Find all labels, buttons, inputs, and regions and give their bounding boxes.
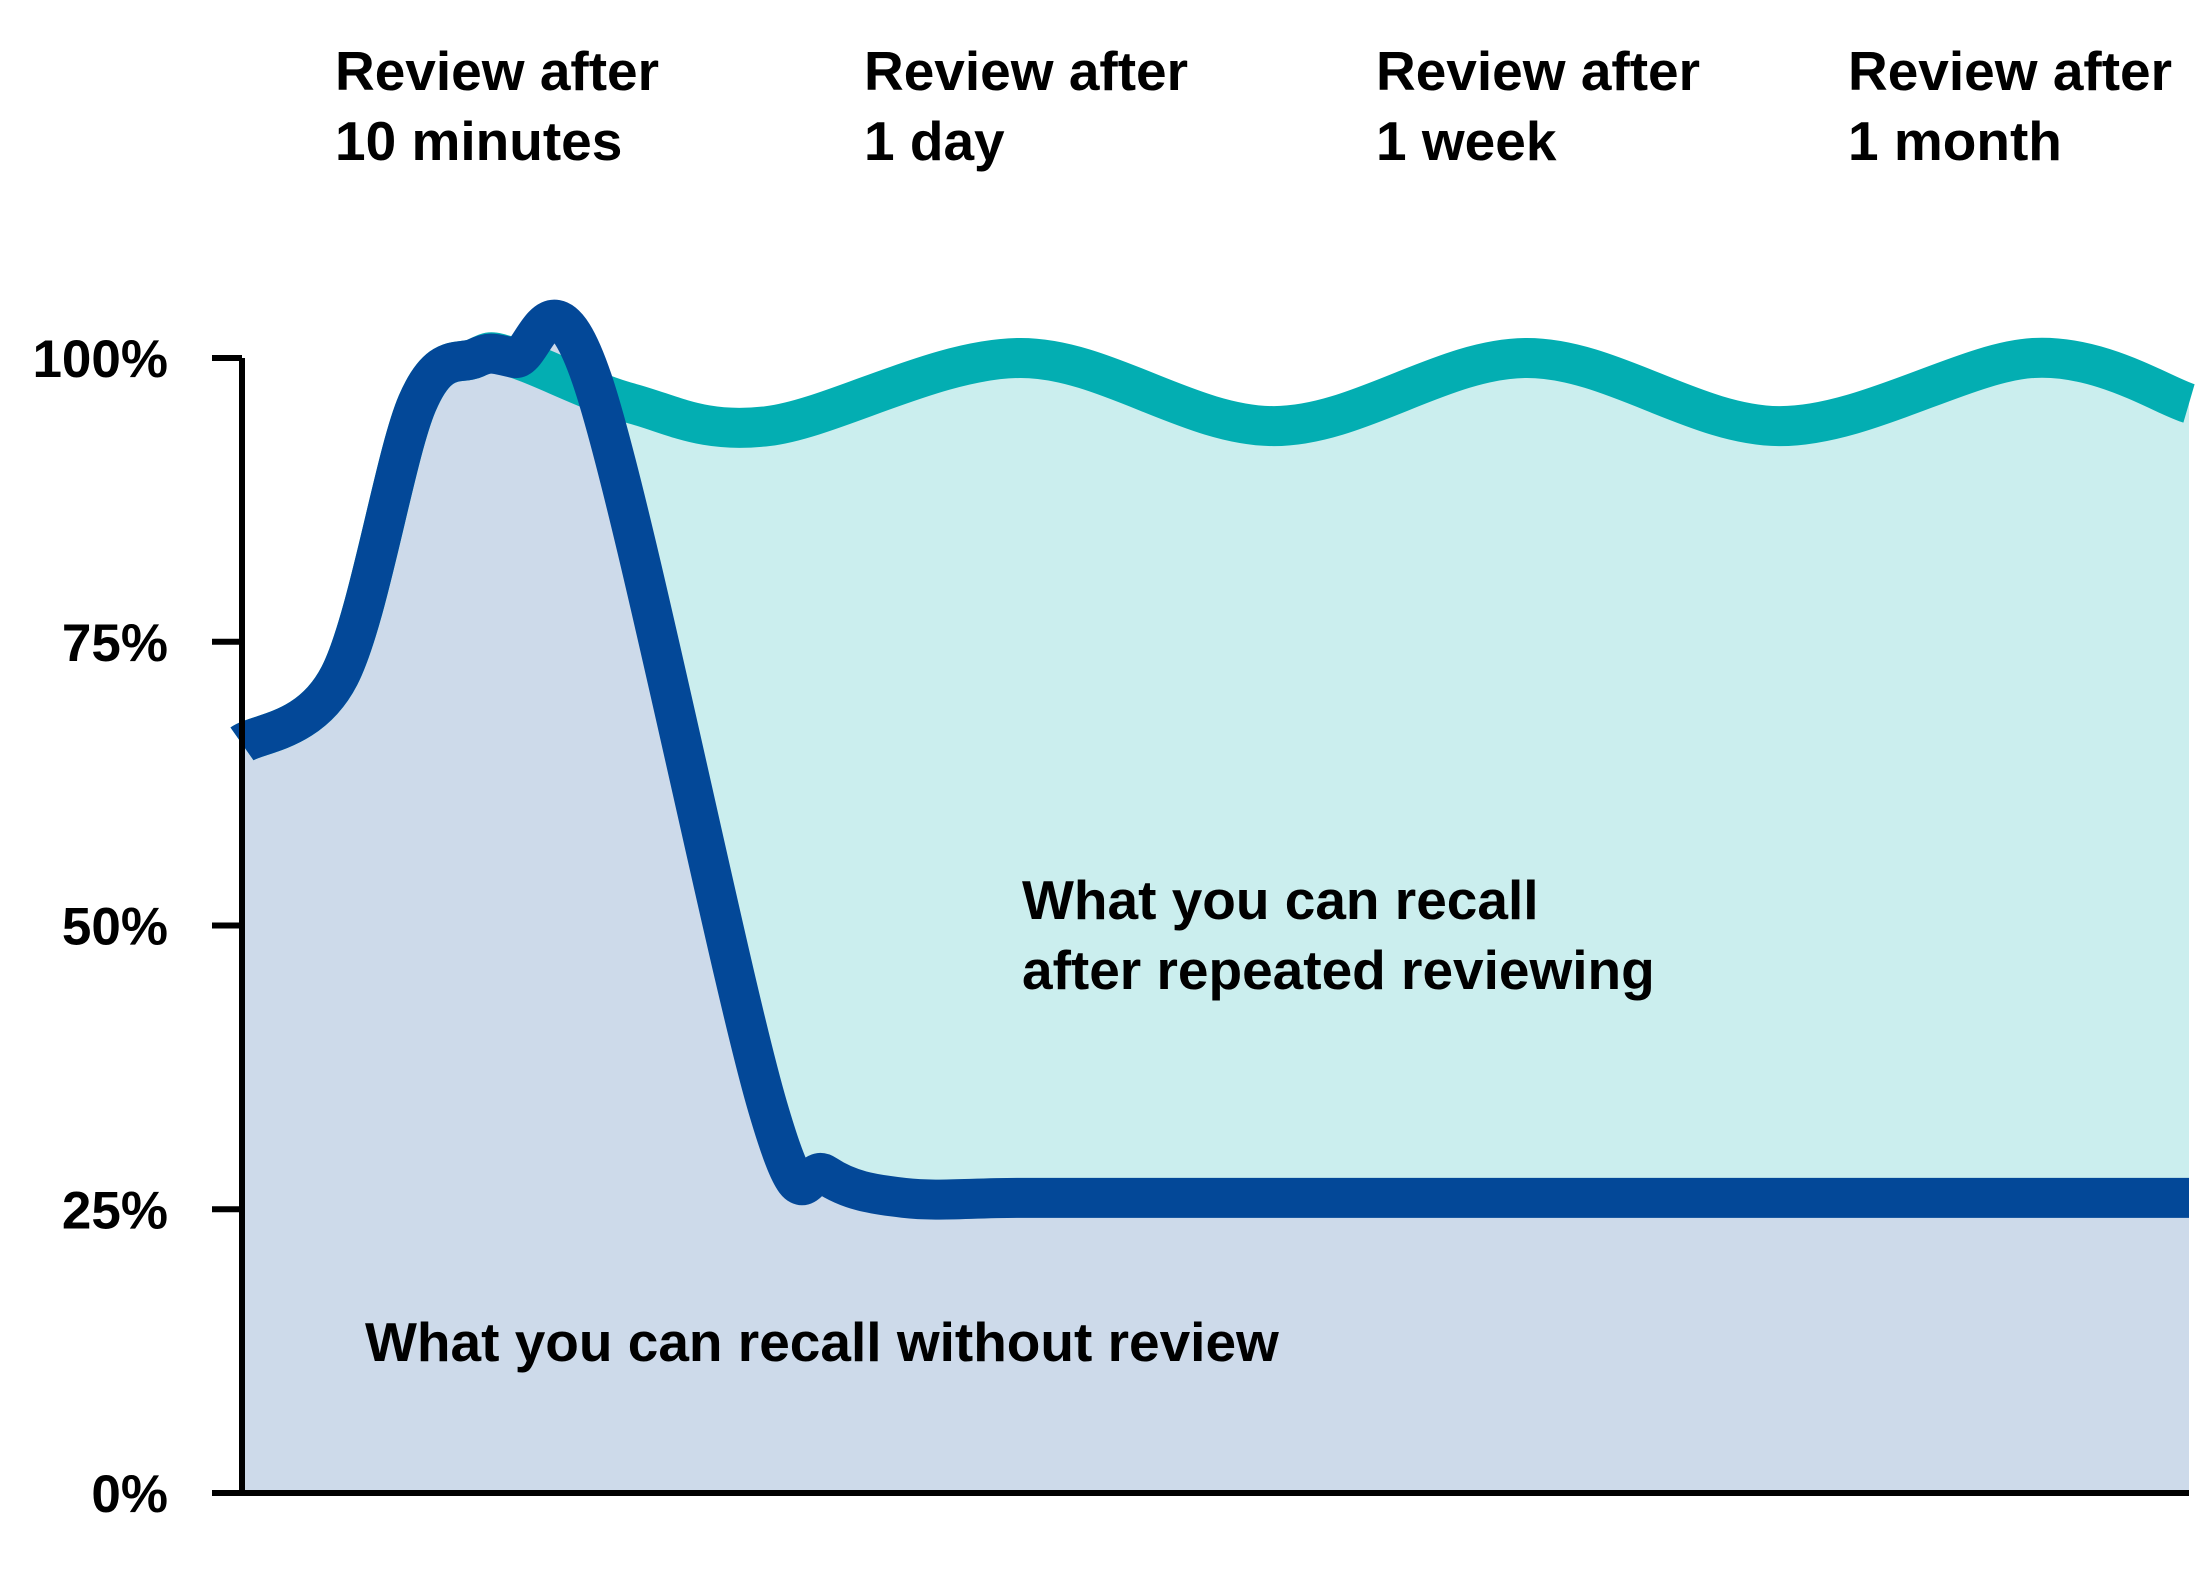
review-label-1-week: Review after 1 week xyxy=(1376,36,1700,176)
without-review-series-line xyxy=(230,299,2189,1220)
y-tick-label: 75% xyxy=(62,614,168,673)
with-review-label-line1: What you can recall xyxy=(1022,869,1539,931)
with-review-area-label: What you can recall after repeated revie… xyxy=(1022,865,1655,1005)
review-label-line2: 10 minutes xyxy=(335,110,623,172)
review-label-line1: Review after xyxy=(335,40,660,102)
review-label-line1: Review after xyxy=(1376,40,1701,102)
with-review-label-line2: after repeated reviewing xyxy=(1022,939,1655,1001)
y-axis: 0% 25% 50% 75% 100% xyxy=(32,330,2189,1524)
review-label-1-month: Review after 1 month xyxy=(1848,36,2172,176)
y-tick-label: 50% xyxy=(62,898,168,957)
review-label-1-day: Review after 1 day xyxy=(864,36,1188,176)
review-label-line2: 1 day xyxy=(864,110,1005,172)
without-review-label: What you can recall without review xyxy=(365,1311,1279,1373)
y-tick-label: 25% xyxy=(62,1181,168,1240)
without-review-area-label: What you can recall without review xyxy=(365,1307,1279,1377)
y-tick-label: 100% xyxy=(32,330,168,389)
review-label-line1: Review after xyxy=(1848,40,2173,102)
review-label-line2: 1 week xyxy=(1376,110,1557,172)
series-lines xyxy=(230,299,2196,1220)
review-label-line2: 1 month xyxy=(1848,110,2062,172)
y-tick-label: 0% xyxy=(91,1465,168,1524)
review-label-line1: Review after xyxy=(864,40,1189,102)
review-label-10-minutes: Review after 10 minutes xyxy=(335,36,659,176)
